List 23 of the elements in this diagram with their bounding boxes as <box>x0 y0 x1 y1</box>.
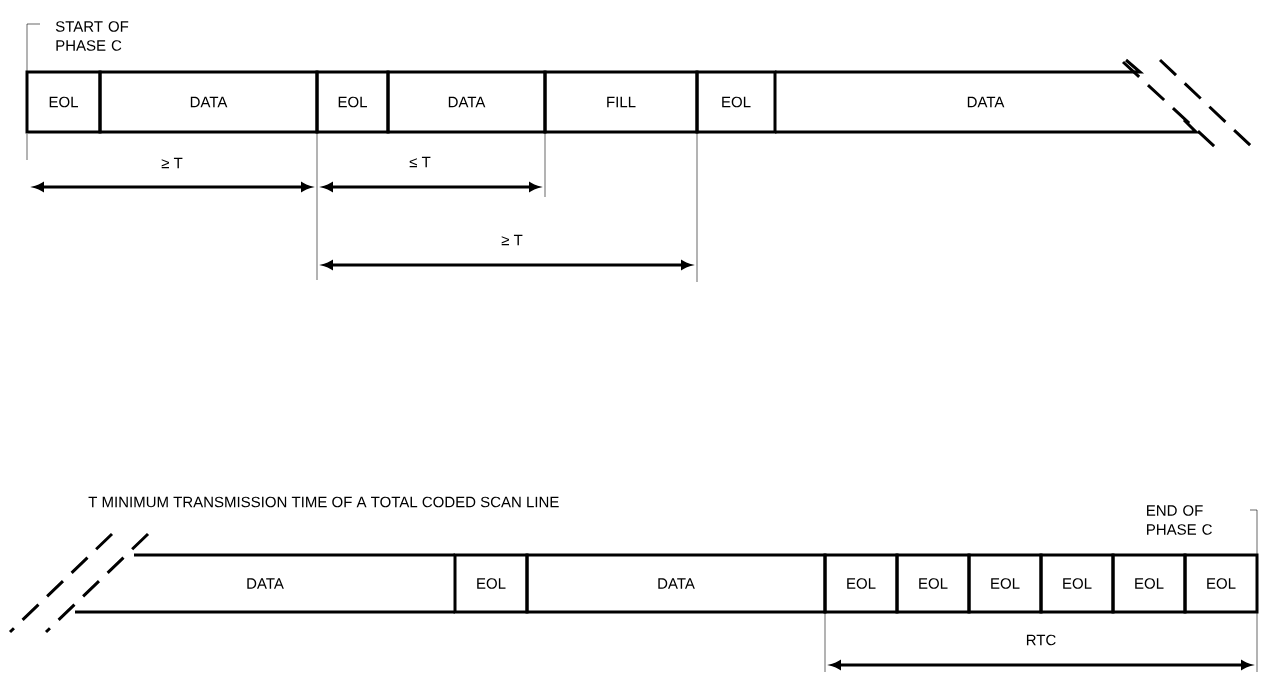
segment-box: DATA <box>98 70 319 134</box>
segment-box: EOL <box>1111 553 1187 614</box>
segment-box: EOL <box>895 553 971 614</box>
segment-box: EOL <box>823 553 899 614</box>
open-segment: DATA <box>75 553 455 614</box>
phase-label: START OF PHASE C <box>55 21 129 51</box>
phase-label: END OF PHASE C <box>1147 505 1212 535</box>
segment-box: EOL <box>453 553 529 614</box>
note-text: T MINIMUM TRANSMISSION TIME OF A TOTAL CODED SCAN LINE <box>88 496 559 508</box>
open-segment: DATA <box>775 58 1200 134</box>
segment-box: EOL <box>695 70 777 134</box>
segment-box: DATA <box>386 70 547 134</box>
segment-box: EOL <box>967 553 1043 614</box>
segment-box: EOL <box>1039 553 1115 614</box>
segment-box: DATA <box>525 553 827 614</box>
segment-box: EOL <box>315 70 390 134</box>
dimension-label: ≥ T <box>501 234 523 246</box>
dimension-label: ≤ T <box>409 156 431 168</box>
dimension-label: RTC <box>1026 634 1056 646</box>
segment-box: EOL <box>1183 553 1259 614</box>
segment-box: FILL <box>543 70 699 134</box>
segment-box: EOL <box>25 70 102 134</box>
dimension-label: ≥ T <box>161 157 183 169</box>
